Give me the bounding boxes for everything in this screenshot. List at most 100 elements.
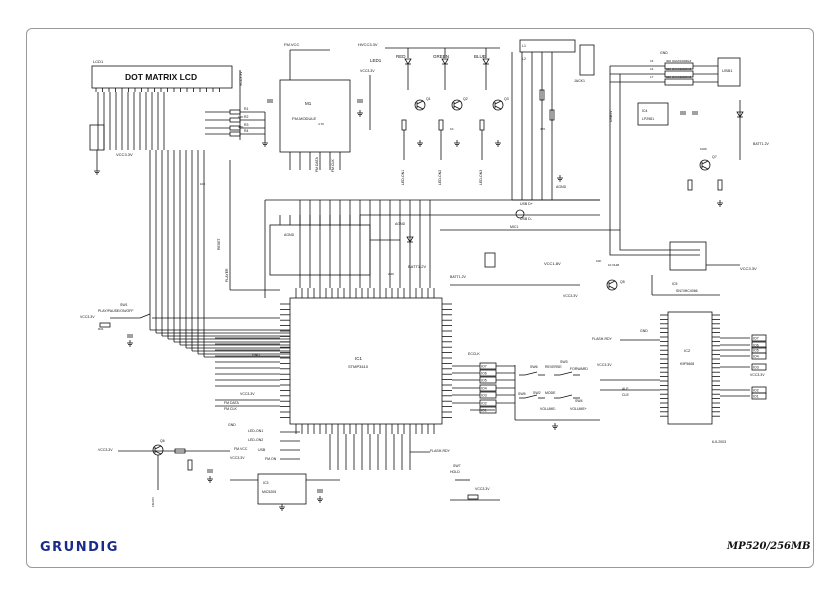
vcc-label-lcd: VCC3.3V [116,152,133,157]
io-label-box [751,334,767,342]
led-on-label: LED-ON1 [401,170,405,185]
lcd-connector [89,124,105,151]
led1-ref: LED1 [370,58,382,63]
sw7-ref: SW7 [453,464,461,468]
resistor-value: 1K [450,127,454,131]
sw3-label: FORWARD [570,367,588,371]
vcc18-label: VCC1.8V [544,261,561,266]
transistor-emitter [494,105,502,110]
led-color-blue: BLUE [474,54,486,59]
ic5-ref: IC5 [672,282,678,286]
batt-label-center: BATT1.2V [408,264,426,269]
resistor-value: 470 [540,127,545,131]
inductor-ref: L5 [650,59,654,63]
fm-data-label: FM.DATA [315,156,319,172]
inductor-ref: L6 [650,67,654,71]
r-ref: R31 [98,327,104,331]
flash-io-label: IO5 [753,349,759,353]
led-on-label: LED-ON2 [438,170,442,185]
ic3-part: MIC5205 [262,490,276,494]
vcc-label-ic5: VCC3.3V [740,266,757,271]
resistor-value: 10K [238,115,243,119]
fm-part: FM-MODULE [292,116,317,121]
sw1-resistor [99,322,111,328]
usb-transistor [699,159,711,171]
wiring [94,47,750,511]
vcc-label-mid: VCC3.3V [563,294,578,298]
led-resistor [401,119,407,131]
sw6-ref: SW6 [530,365,538,369]
audio-resistor [539,89,545,101]
io-label: IO7 [481,365,487,369]
led-blue [482,58,490,65]
inductor-ref: L7 [650,75,654,79]
vcc-label-flash-right: VCC3.3V [750,373,765,377]
lcd-ref: LCD1 [93,59,104,64]
sw1-ref: SW1 [120,303,128,307]
headphone-jack [579,44,595,76]
cle-label: CLE [622,393,629,397]
transistor-ref: Q3 [504,97,509,101]
led-green [441,58,449,65]
led-driver-transistor [451,99,463,111]
flash-io-label: IO3 [753,366,759,370]
brand-logo: GRUNDIG [40,540,119,555]
drawing-frame [26,28,814,568]
lcd-resistor [229,125,241,131]
components [89,39,767,505]
resistor-ref: R1 [244,107,249,111]
usb-resistor [687,179,693,191]
vcc-label-flash: VCC3.3V [597,363,612,367]
ale-label: ALE [622,387,629,391]
sw4-ref: SW4 [575,399,583,403]
usb-switch-ic [669,241,707,271]
sw6-label: REVERSE [545,365,562,369]
vcc-label-q6: VCC3.3V [98,448,113,452]
resistor-value: 10K [596,259,601,263]
ic5-part: SN74HC4066 [676,289,698,293]
usb-dminus: USB D- [520,217,533,221]
ferrite-label: 300 OHM/100MHZ [666,67,691,71]
io-label-box [479,376,497,384]
fm-clk-label: FM.CLK [331,159,335,173]
jack-ref: JACK1 [574,79,585,83]
lcd-resistor [229,109,241,115]
sw2-ref: SW2 [533,391,541,395]
io-label-box [479,362,497,370]
sw7-label: HOLD [450,470,460,474]
regulator-ic [257,473,307,505]
flash-part: K9F5608 [680,362,694,366]
lcd-title: DOT MATRIX LCD [125,72,197,82]
sw4-label: VOLUME+ [570,407,587,411]
ferrite-label: 300 OHM/100MHZ [666,59,691,63]
q6-ref: Q6 [160,439,165,443]
transistor-collector [453,100,461,105]
flash-ref: IC2 [684,348,691,353]
io-label: IO6 [481,372,487,376]
flash-io-label: IO6 [753,344,759,348]
agnd-label: AGND [556,185,567,189]
usb-dplus: USB D+ [520,202,533,206]
power-resistor [187,459,193,471]
transistor-emitter [453,105,461,110]
model-number: MP520/256MB [727,541,811,552]
flash-io-label: IO2 [753,389,759,393]
io-label: IO1 [481,409,487,413]
vcc-label-led: VCC3.3V [360,69,375,73]
io-label-box [479,384,497,392]
ledon2-label-bottom: LED-ON2 [248,438,263,442]
switch-contact [524,371,538,376]
analog-block [269,224,371,276]
gnd-label-left: GND [252,353,260,357]
batt-label-center2: BATT1.2V [450,275,467,279]
l1-ref: L1 [522,44,526,48]
resistor-value: 4.7K [318,122,324,126]
fmvcc-label-bottom: FM.VCC [234,447,248,451]
reset-signal: RESET [217,237,221,250]
player-signal: PLAYER [225,268,229,282]
resistor-ref: R3 [244,123,249,127]
fmdata-label-left: FM.DATA [224,401,240,405]
vcc-label-left: VCC3.3V [240,392,255,396]
